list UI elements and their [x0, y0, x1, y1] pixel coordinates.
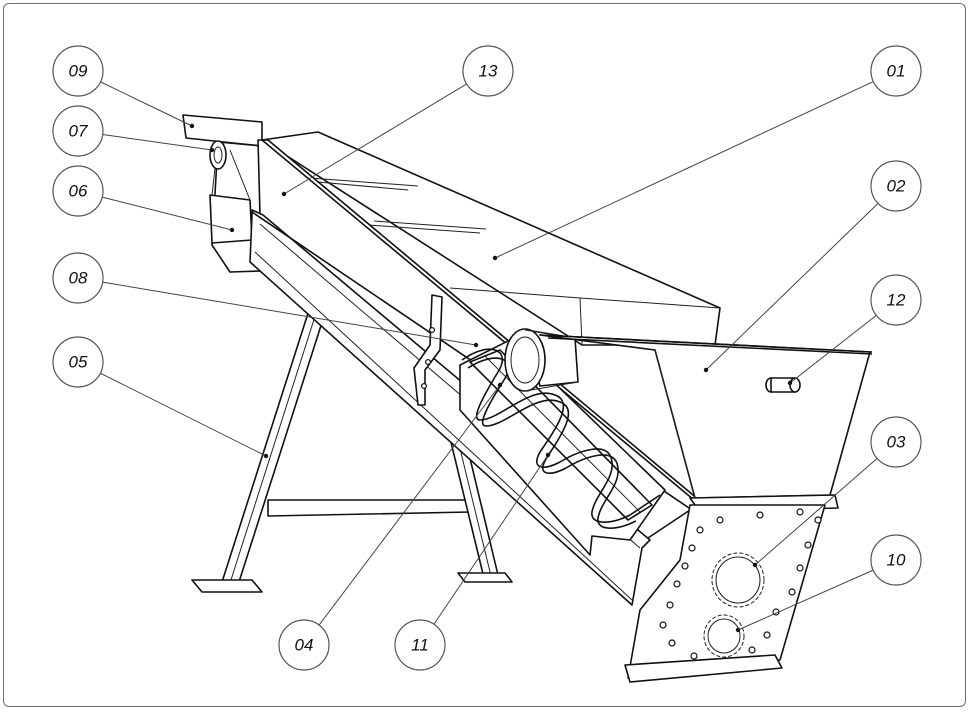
- callout-label-13: 13: [479, 62, 498, 81]
- callout-bubble-13: [462, 45, 514, 97]
- callout-label-05: 05: [69, 353, 88, 372]
- callout-bubble-09: [52, 45, 104, 97]
- callout-label-02: 02: [887, 177, 906, 196]
- leader-line-07: [102, 134, 213, 151]
- leader-dot-09: [189, 123, 195, 129]
- bearing-flange: [504, 328, 579, 392]
- outlet-housing: [624, 494, 839, 683]
- leader-line-10: [737, 569, 874, 631]
- drawing-frame: [3, 3, 966, 707]
- callout-label-08: 08: [69, 269, 88, 288]
- callout-label-03: 03: [887, 433, 906, 452]
- leader-dot-02: [703, 367, 709, 373]
- leader-line-01: [494, 81, 874, 259]
- leader-dot-04: [497, 382, 503, 388]
- leader-line-05: [100, 372, 267, 457]
- leader-line-03: [754, 458, 878, 566]
- top-cover: [261, 131, 721, 346]
- leader-dot-03: [752, 562, 758, 568]
- leader-line-11: [433, 454, 549, 625]
- callout-label-07: 07: [69, 122, 88, 141]
- leader-line-09: [100, 81, 193, 127]
- screw-flight: [459, 339, 666, 556]
- leader-line-08: [102, 281, 477, 346]
- leader-dot-12: [787, 380, 793, 386]
- callout-bubble-11: [394, 619, 446, 671]
- callout-label-10: 10: [887, 551, 906, 570]
- leader-dot-06: [229, 227, 235, 233]
- callout-bubble-08: [52, 252, 104, 304]
- leader-line-13: [283, 83, 467, 195]
- callout-bubble-03: [870, 416, 922, 468]
- leader-dot-07: [209, 147, 215, 153]
- leader-line-06: [102, 196, 233, 231]
- leader-dot-01: [492, 255, 498, 261]
- leader-line-02: [705, 203, 879, 371]
- leader-dot-05: [263, 453, 269, 459]
- callout-bubble-05: [52, 336, 104, 388]
- callout-bubble-06: [52, 165, 104, 217]
- callout-bubble-10: [870, 534, 922, 586]
- leader-dot-08: [473, 342, 479, 348]
- leader-dot-13: [281, 191, 287, 197]
- leader-dot-11: [545, 452, 551, 458]
- end-plate-bolts: [659, 508, 822, 660]
- callout-label-11: 11: [411, 636, 429, 655]
- callout-bubble-07: [52, 105, 104, 157]
- leader-dot-10: [735, 627, 741, 633]
- callout-label-04: 04: [295, 636, 314, 655]
- callout-bubble-12: [870, 274, 922, 326]
- callouts: 09 07 06 08 05 13 01 02 12 03 10 04 11: [52, 45, 922, 671]
- callout-label-12: 12: [887, 291, 906, 310]
- callout-label-06: 06: [69, 182, 88, 201]
- callout-bubble-02: [870, 160, 922, 212]
- leader-line-04: [318, 384, 501, 626]
- callout-bubble-01: [870, 45, 922, 97]
- callout-bubble-04: [278, 619, 330, 671]
- leader-line-12: [789, 315, 877, 384]
- callout-label-09: 09: [69, 62, 88, 81]
- callout-label-01: 01: [887, 62, 906, 81]
- support-frame: [191, 281, 513, 593]
